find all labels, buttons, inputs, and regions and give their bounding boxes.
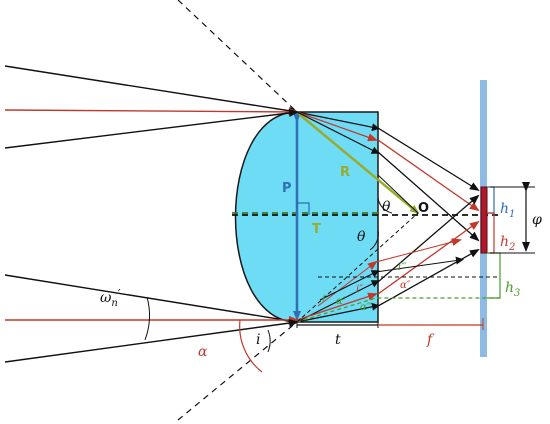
label-alpha-dprime: α″ — [400, 280, 411, 291]
label-t: T — [312, 222, 321, 237]
label-theta-lower: θ — [357, 229, 366, 245]
label-f: f — [426, 332, 435, 348]
dashed-lower-diagonal — [177, 321, 298, 421]
ray-out-lower-2 — [377, 220, 480, 295]
alpha-arc — [239, 319, 263, 373]
theta-arc-upper — [377, 197, 393, 214]
ray-in-lower-3 — [296, 302, 380, 323]
label-t-thickness: t — [335, 332, 341, 348]
radius-line — [298, 113, 420, 215]
h2-bracket — [487, 212, 495, 254]
label-theta-upper: θ — [382, 199, 391, 215]
ray-in-upper-2 — [296, 111, 378, 142]
ray-out-upper-2 — [377, 139, 480, 212]
ray-inner-reflect-4 — [375, 256, 464, 273]
ray-lower-1 — [4, 274, 299, 325]
ray-out-upper-1 — [377, 127, 480, 192]
ray-upper-3 — [4, 109, 299, 149]
label-h2: h2 — [500, 234, 515, 253]
h3-bracket — [487, 252, 501, 299]
right-angle-mark — [297, 202, 310, 215]
theta-line-upper — [377, 174, 419, 214]
label-i-dprime: i″ — [356, 284, 363, 295]
ray-inner-reflect-1 — [317, 260, 378, 307]
label-i: i — [256, 332, 260, 348]
detector-element — [480, 186, 488, 254]
ray-out-upper-3 — [377, 151, 480, 242]
label-h1: h1 — [500, 201, 515, 220]
ray-in-lower-2 — [296, 292, 378, 321]
label-alpha-prime: α′ — [336, 296, 346, 307]
ray-upper-1 — [4, 65, 299, 115]
label-i-tprime: i‴ — [398, 262, 407, 273]
ray-upper-2 — [4, 107, 299, 116]
label-alpha-tprime: α‴ — [360, 302, 373, 313]
label-omega: ωn′ — [100, 287, 121, 309]
label-r: R — [340, 165, 350, 180]
omega-arc — [144, 296, 150, 341]
label-phi: φ — [532, 212, 542, 228]
dashed-upper-diagonal — [177, 0, 298, 113]
ray-inner-reflect-3 — [375, 238, 462, 263]
label-i-prime: i′ — [322, 294, 328, 305]
ray-inner-reflect-2 — [319, 270, 380, 301]
label-alpha: α — [198, 344, 208, 360]
label-o: O — [418, 201, 429, 216]
label-h3: h3 — [505, 280, 520, 299]
i-arc — [267, 329, 271, 353]
ray-in-upper-1 — [296, 111, 380, 132]
ray-in-upper-3 — [296, 111, 380, 154]
h1-bracket — [487, 186, 495, 214]
theta-line-lower — [296, 212, 419, 323]
ray-out-lower-1 — [377, 194, 480, 283]
label-p: P — [282, 181, 292, 196]
theta-arc-lower — [369, 229, 379, 251]
ray-lower-3 — [4, 319, 299, 363]
